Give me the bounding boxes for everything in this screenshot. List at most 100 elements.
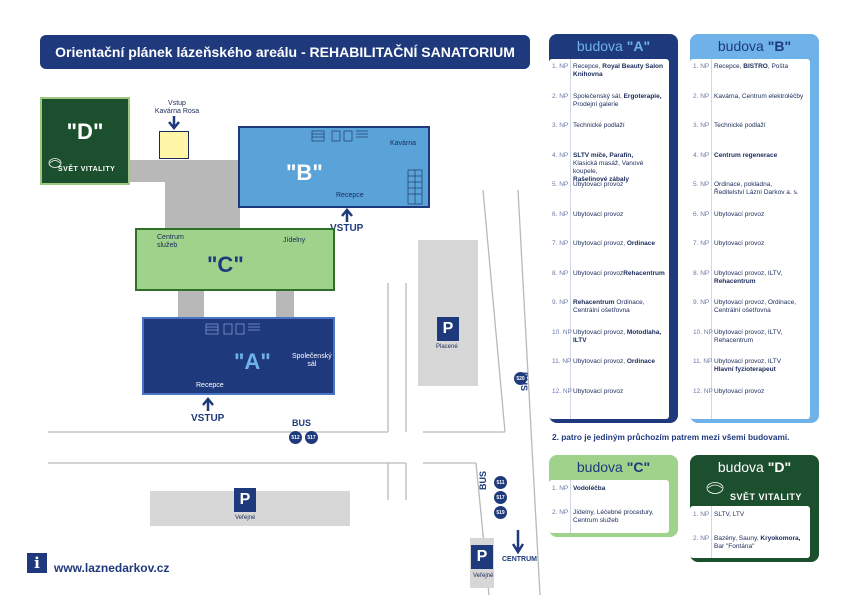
floor-number: 2. NP xyxy=(552,509,569,516)
parking-public-label: Veřejné xyxy=(473,573,494,579)
arrow-up-icon xyxy=(202,397,214,411)
arrow-up-icon xyxy=(341,208,353,222)
floor-row: 2. NP Bazény, Sauny, Kryokomora,Bar "Font… xyxy=(690,535,810,559)
website-link[interactable]: www.laznedarkov.cz xyxy=(54,561,170,575)
building-c-centrum-line1: Centrum xyxy=(157,234,184,241)
stairs-icon xyxy=(407,169,423,205)
panel-b-prefix: budova xyxy=(717,38,764,54)
floor-number: 10. NP xyxy=(552,328,572,336)
floor-row: 9. NP Ubytovací provoz, Ordinace,Centráln… xyxy=(690,299,810,329)
building-a-label: "A" xyxy=(234,349,271,374)
building-c-centrum-line2: služeb xyxy=(157,242,178,249)
building-c-centrum: Centrum služeb xyxy=(157,234,184,250)
floor-description: SLTV míče, Parafín,Klasická masáž, Vanov… xyxy=(573,151,644,183)
panel-a-heading: budova "A" xyxy=(549,34,678,58)
floor-row: 2. NP Společenský sál, Ergoterapie,Prodej… xyxy=(549,93,669,123)
parking-sign: P xyxy=(234,488,256,512)
floor-number: 11. NP xyxy=(693,358,713,365)
parking-lot-paid xyxy=(418,240,478,386)
floor-description: Společenský sál, Ergoterapie,Prodejní ga… xyxy=(573,92,662,108)
panel-d-brand: SVĚT VITALITY xyxy=(730,492,802,502)
floor-description: Ubytovací provoz, ILTV,Rehacentrum xyxy=(714,269,783,285)
building-a-spol-line2: sál xyxy=(307,361,317,368)
floor-description: Ubytovací provoz xyxy=(573,181,624,188)
bus-line-badge: 517 xyxy=(494,491,507,504)
floor-number: 2. NP xyxy=(552,92,569,100)
floor-description: Ubytovací provoz xyxy=(573,210,624,218)
floor-description: Ubytovací provoz xyxy=(573,387,624,395)
building-d-brand: SVĚT VITALITY xyxy=(58,166,116,173)
floor-description: Technické podlaží xyxy=(714,122,766,129)
floor-description: Ubytovací provoz, ILTV,Rehacentrum xyxy=(714,328,783,344)
vitality-logo-icon xyxy=(48,158,62,168)
floor-description: Kavárna, Centrum elektroléčby xyxy=(714,92,804,100)
floor-number: 12. NP xyxy=(552,387,572,395)
building-a-recepce: Recepce xyxy=(196,382,224,389)
building-b[interactable]: "B" Kavárna Recepce xyxy=(238,126,430,208)
floor-number: 9. NP xyxy=(552,299,569,306)
panel-d-name: "D" xyxy=(767,459,792,475)
floor-description: Centrum regenerace xyxy=(714,151,778,159)
kavarna-rosa-building[interactable] xyxy=(159,131,189,159)
building-c[interactable]: Centrum služeb Jídelny "C" xyxy=(135,228,335,291)
panel-c-prefix: budova xyxy=(576,459,623,475)
floor-number: 3. NP xyxy=(552,122,569,129)
floor-description: Ubytovací provoz, Ordinace,Centrální oše… xyxy=(714,299,797,314)
arrow-down-icon xyxy=(511,530,525,554)
panel-building-d: budova "D" SVĚT VITALITY 1. NP SLTV, LTV 2… xyxy=(690,455,819,562)
vitality-logo-icon xyxy=(706,482,724,494)
centrum-label: CENTRUM xyxy=(502,556,537,563)
building-b-label: "B" xyxy=(286,160,323,185)
floor-description: Recepce, BISTRO, Pošta xyxy=(714,63,789,70)
parking-paid-label: Placené xyxy=(436,344,458,350)
floor-divider xyxy=(711,506,712,558)
floor-number: 4. NP xyxy=(693,151,710,159)
floor-number: 7. NP xyxy=(693,240,710,247)
corridor-c-a-right xyxy=(276,290,294,318)
floor-description: SLTV, LTV xyxy=(714,511,745,518)
floor-number: 9. NP xyxy=(693,299,710,306)
floor-number: 7. NP xyxy=(552,240,569,247)
floor-description: Bazény, Sauny, Kryokomora,Bar "Fontána" xyxy=(714,535,801,550)
panel-c-heading: budova "C" xyxy=(549,455,678,479)
bus-line-badge: 517 xyxy=(305,431,318,444)
panel-d-heading: budova "D" xyxy=(690,455,819,479)
map-title: Orientační plánek lázeňského areálu - RE… xyxy=(40,35,530,69)
floor-description: Ordinace, pokladna,Ředitelství Lázní Dar… xyxy=(714,181,799,196)
floor-number: 3. NP xyxy=(693,122,710,129)
panel-a-name: "A" xyxy=(626,38,651,54)
floor-number: 4. NP xyxy=(552,151,569,159)
info-icon: i xyxy=(27,553,47,573)
floor-description: Ubytovací provozRehacentrum xyxy=(573,269,665,277)
floor-description: Ubytovací provoz, Motodlaha,ILTV xyxy=(573,328,662,344)
arrow-down-icon xyxy=(168,116,180,130)
floor-number: 12. NP xyxy=(693,387,713,395)
floor-description: Ubytovací provoz, Ordinace xyxy=(573,240,656,247)
building-d[interactable]: "D" SVĚT VITALITY xyxy=(40,97,130,185)
floor-description: Ubytovací provoz xyxy=(714,210,765,218)
building-a-spolecensky: Společenský sál xyxy=(292,353,332,369)
floor-row: 4. NP SLTV míče, Parafín,Klasická masáž, … xyxy=(549,151,669,183)
corridor-to-c xyxy=(165,180,240,230)
building-a[interactable]: "A" Společenský sál Recepce xyxy=(142,317,335,395)
building-c-jidelny: Jídelny xyxy=(283,237,306,244)
floor-number: 1. NP xyxy=(693,511,710,518)
bus-stop-bottom-label: BUS xyxy=(478,470,488,490)
floor-description: Ubytovací provoz xyxy=(714,240,765,247)
floor-number: 2. NP xyxy=(693,535,710,542)
passage-note: 2. patro je jediným průchozím patrem mez… xyxy=(552,432,790,442)
floor-divider xyxy=(570,480,571,533)
